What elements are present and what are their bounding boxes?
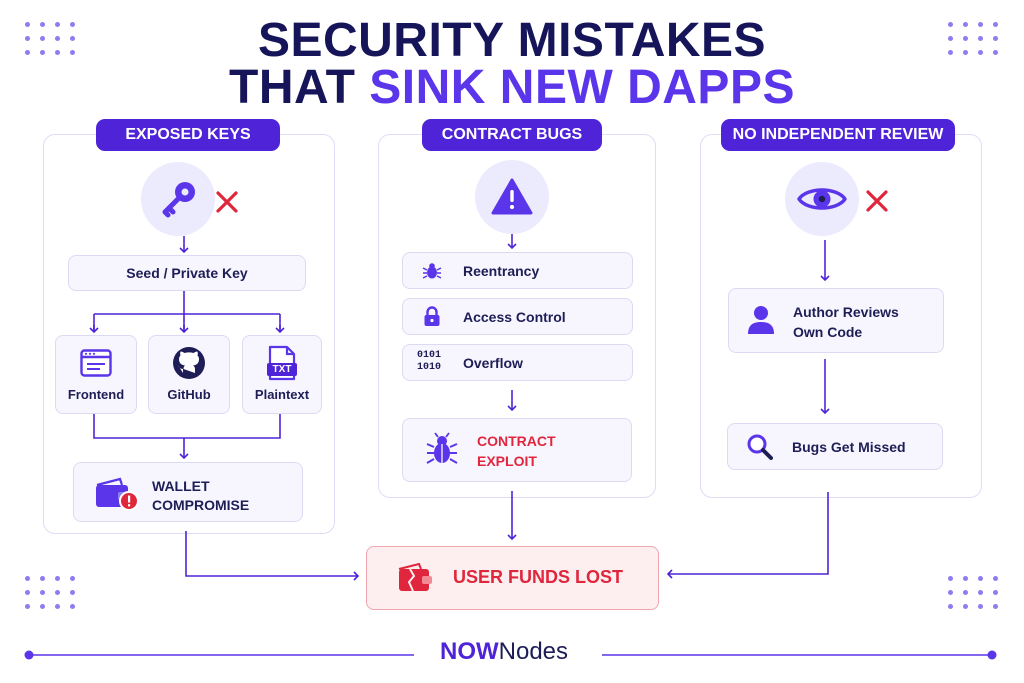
contract-exploit-line-1: CONTRACT [477,433,556,449]
dot-grid-bottom-left [25,576,76,609]
channel-github: GitHub [148,335,230,414]
brand-bold: NOW [440,638,499,665]
bug-icon-large [426,432,458,464]
contract-exploit-box: CONTRACT EXPLOIT [402,418,632,482]
github-icon [173,347,205,379]
header-no-independent-review: NO INDEPENDENT REVIEW [721,119,955,151]
txt-file-icon [267,345,297,381]
bug-item-access-control-label: Access Control [463,309,566,325]
eye-icon [797,188,847,210]
wallet-compromise-line-2: COMPROMISE [152,497,250,513]
wallet-alert-icon [96,477,139,511]
channel-plaintext: TXT Plaintext [242,335,322,414]
channel-plaintext-label: Plaintext [254,387,310,402]
channel-frontend: Frontend [55,335,137,414]
contract-exploit-line-2: EXPLOIT [477,453,537,469]
binary-icon: 0101 1010 [417,350,441,374]
user-funds-lost-label: USER FUNDS LOST [453,567,624,587]
key-icon [162,182,195,218]
title-line-1: SECURITY MISTAKES [257,14,767,67]
title-line-2-accent: SINK NEW DAPPS [369,61,795,114]
eye-icon-circle [785,162,859,236]
author-reviews-line-2: Own Code [793,324,863,340]
x-mark-icon-review [866,190,888,212]
dot-grid-bottom-right [948,576,999,609]
author-reviews-line-1: Author Reviews [793,304,899,320]
title-line-2-plain: THAT [229,61,370,114]
user-funds-lost-box: USER FUNDS LOST [366,546,659,610]
seed-private-key-label: Seed / Private Key [126,264,248,281]
broken-wallet-icon [398,563,432,592]
bug-item-access-control: Access Control [402,298,633,335]
header-exposed-keys: EXPOSED KEYS [96,119,280,151]
bug-icon [422,263,442,279]
brand-rest: Nodes [498,638,569,665]
seed-private-key-box: Seed / Private Key [68,255,306,291]
x-mark-icon [216,191,238,213]
bugs-get-missed-label: Bugs Get Missed [792,439,906,455]
channel-frontend-label: Frontend [67,387,125,402]
bug-item-overflow-label: Overflow [463,355,523,371]
key-icon-circle [141,162,215,236]
txt-badge: TXT [272,364,292,375]
title-line-2: THAT SINK NEW DAPPS [0,64,1024,112]
person-icon [748,306,774,334]
brand-logo: NOWNodes [440,638,568,666]
warning-icon [491,178,533,215]
channel-github-label: GitHub [167,387,211,402]
wallet-compromise-box: WALLET COMPROMISE [73,462,303,522]
header-contract-bugs: CONTRACT BUGS [422,119,602,151]
bug-item-reentrancy-label: Reentrancy [463,263,540,279]
binary-icon-bottom: 1010 [417,362,442,373]
dot-grid-top-left [25,22,76,55]
dot-grid-top-right [948,22,999,55]
magnifier-icon [747,434,773,460]
binary-icon-top: 0101 [417,350,442,361]
bugs-get-missed-box: Bugs Get Missed [727,423,943,470]
wallet-compromise-line-1: WALLET [152,478,210,494]
bug-item-reentrancy: Reentrancy [402,252,633,289]
browser-window-icon [80,349,112,377]
author-reviews-box: Author Reviews Own Code [728,288,944,353]
warning-icon-circle [475,160,549,234]
bug-item-overflow: 0101 1010 Overflow [402,344,633,381]
lock-icon [424,306,440,326]
